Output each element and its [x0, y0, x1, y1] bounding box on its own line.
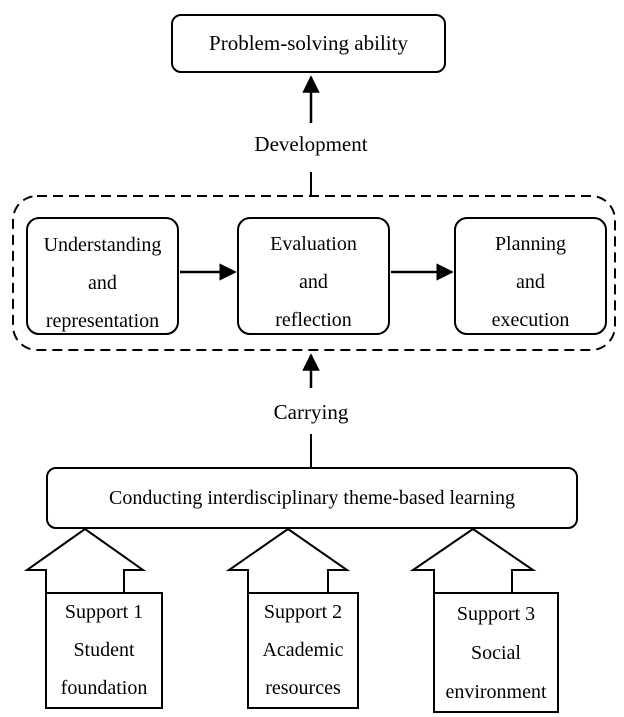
- learning-box: [46, 467, 578, 529]
- understanding-line-1: Understanding: [43, 234, 162, 256]
- understanding-line-2: and: [88, 272, 117, 294]
- support-1-hollow-arrow: [23, 527, 147, 593]
- support-1-line-2: foundation: [60, 677, 148, 699]
- planning-label: Planning and execution: [455, 225, 606, 339]
- support-1-line-1: Student: [73, 639, 135, 661]
- planning-line-2: and: [516, 271, 545, 293]
- support-2-box: [247, 592, 359, 709]
- support-2-line-1: Academic: [262, 639, 344, 661]
- problem-solving-label: Problem-solving ability: [209, 31, 408, 55]
- support-2-line-2: resources: [265, 677, 341, 699]
- planning-box: [454, 217, 607, 335]
- carrying-label: Carrying: [241, 398, 381, 426]
- evaluation-line-2: and: [299, 271, 328, 293]
- planning-line-3: execution: [491, 309, 570, 331]
- support-3-label: Support 3 Social environment: [434, 595, 558, 712]
- support-1-title: Support 1: [64, 601, 144, 623]
- understanding-box: [26, 217, 179, 335]
- support-1-label: Support 1 Student foundation: [46, 593, 162, 707]
- understanding-label: Understanding and representation: [27, 226, 178, 340]
- support-1-box: [45, 592, 163, 709]
- support-3-box: [433, 592, 559, 713]
- planning-line-1: Planning: [494, 233, 567, 255]
- support-3-line-2: environment: [445, 681, 547, 703]
- problem-solving-box: [171, 14, 446, 73]
- evaluation-line-3: reflection: [275, 309, 352, 331]
- support-3-hollow-arrow: [409, 527, 537, 593]
- evaluation-label: Evaluation and reflection: [238, 225, 389, 339]
- support-2-label: Support 2 Academic resources: [248, 593, 358, 707]
- understanding-line-3: representation: [45, 310, 160, 332]
- support-2-title: Support 2: [263, 601, 343, 623]
- support-3-line-1: Social: [471, 642, 521, 664]
- evaluation-box: [237, 217, 390, 335]
- evaluation-line-1: Evaluation: [270, 233, 357, 255]
- development-label: Development: [231, 130, 391, 158]
- process-dashed-container: [12, 195, 616, 351]
- support-3-title: Support 3: [456, 603, 536, 625]
- support-2-hollow-arrow: [225, 527, 351, 593]
- learning-label: Conducting interdisciplinary theme-based…: [109, 487, 515, 509]
